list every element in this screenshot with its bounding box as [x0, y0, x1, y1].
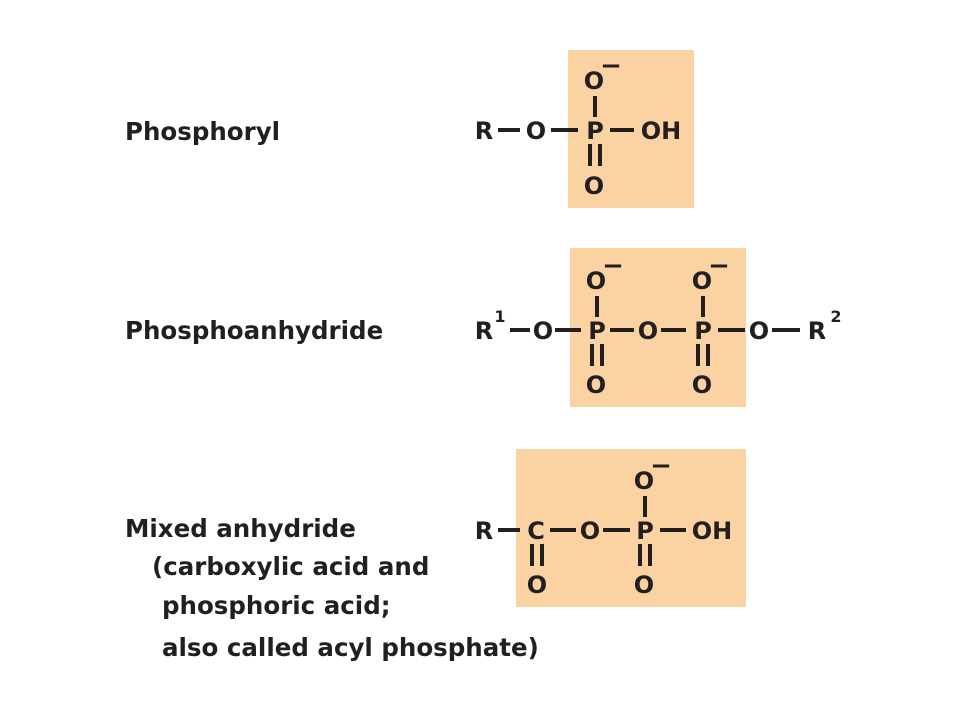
atom-oh: OH — [692, 517, 733, 545]
atom-p: P — [586, 117, 604, 145]
charge-minus-2: − — [708, 251, 730, 281]
atom-o-bridge: O — [638, 317, 658, 345]
atom-p-2: P — [694, 317, 712, 345]
highlight-box-phosphoanhydride — [570, 248, 746, 407]
atom-o-bottom: O — [584, 172, 604, 200]
atom-c: C — [527, 517, 545, 545]
label-mixed-anhydride-note-2: phosphoric acid; — [162, 591, 391, 620]
label-phosphoryl: Phosphoryl — [125, 117, 281, 146]
atom-o-ester: O — [580, 517, 600, 545]
label-phosphoanhydride: Phosphoanhydride — [125, 316, 384, 345]
atom-o-top: O — [584, 67, 604, 95]
structure-mixed-anhydride: R C O O P OH O O − — [475, 449, 746, 607]
atom-r2: R — [808, 317, 826, 345]
atom-o-ester: O — [526, 117, 546, 145]
charge-minus: − — [650, 451, 672, 481]
structure-phosphoanhydride: R 1 O P O P O R 2 O O − O O − — [475, 248, 842, 407]
atom-r1: R — [475, 317, 493, 345]
structure-phosphoryl: R O P OH O O − — [475, 50, 694, 208]
atom-o-ester-2: O — [749, 317, 769, 345]
atom-o-top-1: O — [586, 267, 606, 295]
atom-o-bottom: O — [634, 571, 654, 599]
atom-o-ester-1: O — [533, 317, 553, 345]
atom-p: P — [636, 517, 654, 545]
label-mixed-anhydride: Mixed anhydride — [125, 514, 356, 543]
atom-r: R — [475, 117, 493, 145]
atom-o-top: O — [634, 467, 654, 495]
atom-r2-superscript: 2 — [830, 307, 841, 326]
atom-r1-superscript: 1 — [494, 307, 505, 326]
charge-minus-1: − — [602, 251, 624, 281]
atom-o-bottom-2: O — [692, 371, 712, 399]
atom-o-carbonyl: O — [527, 571, 547, 599]
charge-minus: − — [600, 51, 622, 81]
atom-o-bottom-1: O — [586, 371, 606, 399]
atom-o-top-2: O — [692, 267, 712, 295]
atom-p-1: P — [588, 317, 606, 345]
atom-oh: OH — [641, 117, 682, 145]
label-mixed-anhydride-note-1: (carboxylic acid and — [152, 552, 430, 581]
atom-r: R — [475, 517, 493, 545]
label-mixed-anhydride-note-3: also called acyl phosphate) — [162, 633, 539, 662]
